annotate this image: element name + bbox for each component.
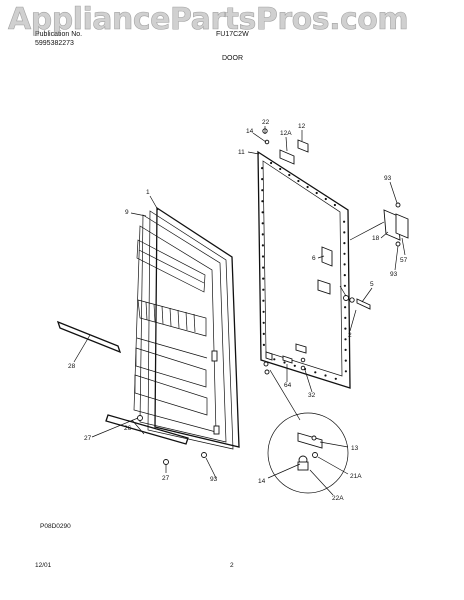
frame-screw-hole xyxy=(343,220,346,223)
callout-64: 64 xyxy=(284,382,292,389)
frame-screw-hole xyxy=(314,371,317,374)
callout-6: 6 xyxy=(312,255,316,262)
frame-screw-hole xyxy=(343,231,346,234)
frame-screw-hole xyxy=(262,288,265,291)
top-hinge-plate xyxy=(279,149,295,165)
frame-screw-hole xyxy=(344,359,347,362)
callout-2: 2 xyxy=(348,332,352,339)
callout-13: 13 xyxy=(351,445,359,452)
frame-screw-hole xyxy=(261,200,264,203)
frame-screw-hole xyxy=(283,361,286,364)
frame-screw-hole xyxy=(297,179,300,183)
footer-page: 2 xyxy=(230,562,234,569)
frame-screw-hole xyxy=(343,284,346,287)
frame-screw-hole xyxy=(344,306,347,309)
frame-screw-hole xyxy=(262,310,265,313)
frame-screw-hole xyxy=(262,277,265,280)
callout-22: 22 xyxy=(262,119,270,126)
frame-screw-hole xyxy=(261,167,264,170)
frame-screw-hole xyxy=(324,197,327,201)
frame-screw-hole xyxy=(262,332,265,335)
callout-57: 57 xyxy=(400,257,408,264)
callout-93a: 93 xyxy=(210,476,218,483)
leader-lines xyxy=(73,126,406,496)
frame-screw-hole xyxy=(333,203,336,207)
callout-11: 11 xyxy=(238,149,245,156)
frame-screw-hole xyxy=(344,316,347,319)
door-liner xyxy=(133,206,240,450)
frame-screw-hole xyxy=(324,374,327,377)
callout-1: 1 xyxy=(146,189,150,196)
watermark-text: AppliancePartsPros.com xyxy=(8,2,409,38)
outer-door-frame xyxy=(257,150,351,389)
callout-labels: 1 9 28 27 26 27 93 22 14 12A 12 11 93 18… xyxy=(68,119,408,502)
frame-screw-hole xyxy=(261,211,264,214)
callout-14a: 14 xyxy=(246,128,254,135)
frame-screw-hole xyxy=(261,189,264,192)
publication-label: Publication No. xyxy=(35,31,83,38)
frame-screw-hole xyxy=(344,370,347,373)
frame-screw-hole xyxy=(270,161,273,165)
callout-5: 5 xyxy=(370,281,374,288)
top-hinge-cover xyxy=(297,139,309,153)
frame-screw-hole xyxy=(344,348,347,351)
publication-number: 5995382273 xyxy=(35,40,74,47)
frame-screw-hole xyxy=(293,364,296,367)
frame-screw-hole xyxy=(261,178,264,181)
callout-27b: 27 xyxy=(162,475,170,482)
frame-screw-hole xyxy=(343,242,346,245)
frame-screw-hole xyxy=(315,191,318,195)
frame-screw-hole xyxy=(262,343,265,346)
callout-93c: 93 xyxy=(390,271,398,278)
callout-12: 12 xyxy=(298,123,306,130)
callout-21a: 21A xyxy=(350,473,362,480)
callout-27a: 27 xyxy=(84,435,92,442)
frame-screw-hole xyxy=(261,233,264,236)
frame-screw-hole xyxy=(262,299,265,302)
frame-screw-hole xyxy=(262,321,265,324)
frame-screw-hole xyxy=(334,377,337,380)
callout-22a: 22A xyxy=(332,495,344,502)
frame-screw-hole xyxy=(343,252,346,255)
frame-screw-hole xyxy=(343,263,346,266)
frame-screw-hole xyxy=(261,244,264,247)
model-number: FU17C2W xyxy=(216,31,249,38)
frame-screw-hole xyxy=(262,266,265,269)
lock-bracket xyxy=(317,279,331,295)
callout-14b: 14 xyxy=(258,478,266,485)
callout-12a: 12A xyxy=(280,130,292,137)
callout-93b: 93 xyxy=(384,175,392,182)
frame-screw-hole xyxy=(343,274,346,277)
callout-9: 9 xyxy=(125,209,129,216)
footer-date: 12/01 xyxy=(35,562,52,569)
wire-shelf-grid xyxy=(145,301,196,333)
frame-screw-hole xyxy=(261,222,264,225)
frame-screw-hole xyxy=(344,338,347,341)
callout-18: 18 xyxy=(372,235,380,242)
section-title: DOOR xyxy=(222,55,243,62)
figure-code: P08D0290 xyxy=(40,523,71,530)
bottom-bar xyxy=(105,414,189,445)
frame-screw-hole xyxy=(261,255,265,258)
frame-screw-hole xyxy=(288,173,291,177)
callout-32: 32 xyxy=(308,392,316,399)
frame-screw-hole xyxy=(344,327,347,330)
frame-screw-hole xyxy=(279,167,282,171)
callout-28: 28 xyxy=(68,363,76,370)
callout-26: 26 xyxy=(124,425,132,432)
frame-screw-holes xyxy=(261,161,347,380)
frame-screw-hole xyxy=(306,185,309,189)
bottom-hinge-detail xyxy=(267,412,349,494)
shelf-bar xyxy=(56,320,122,354)
frame-screw-hole xyxy=(273,358,276,361)
